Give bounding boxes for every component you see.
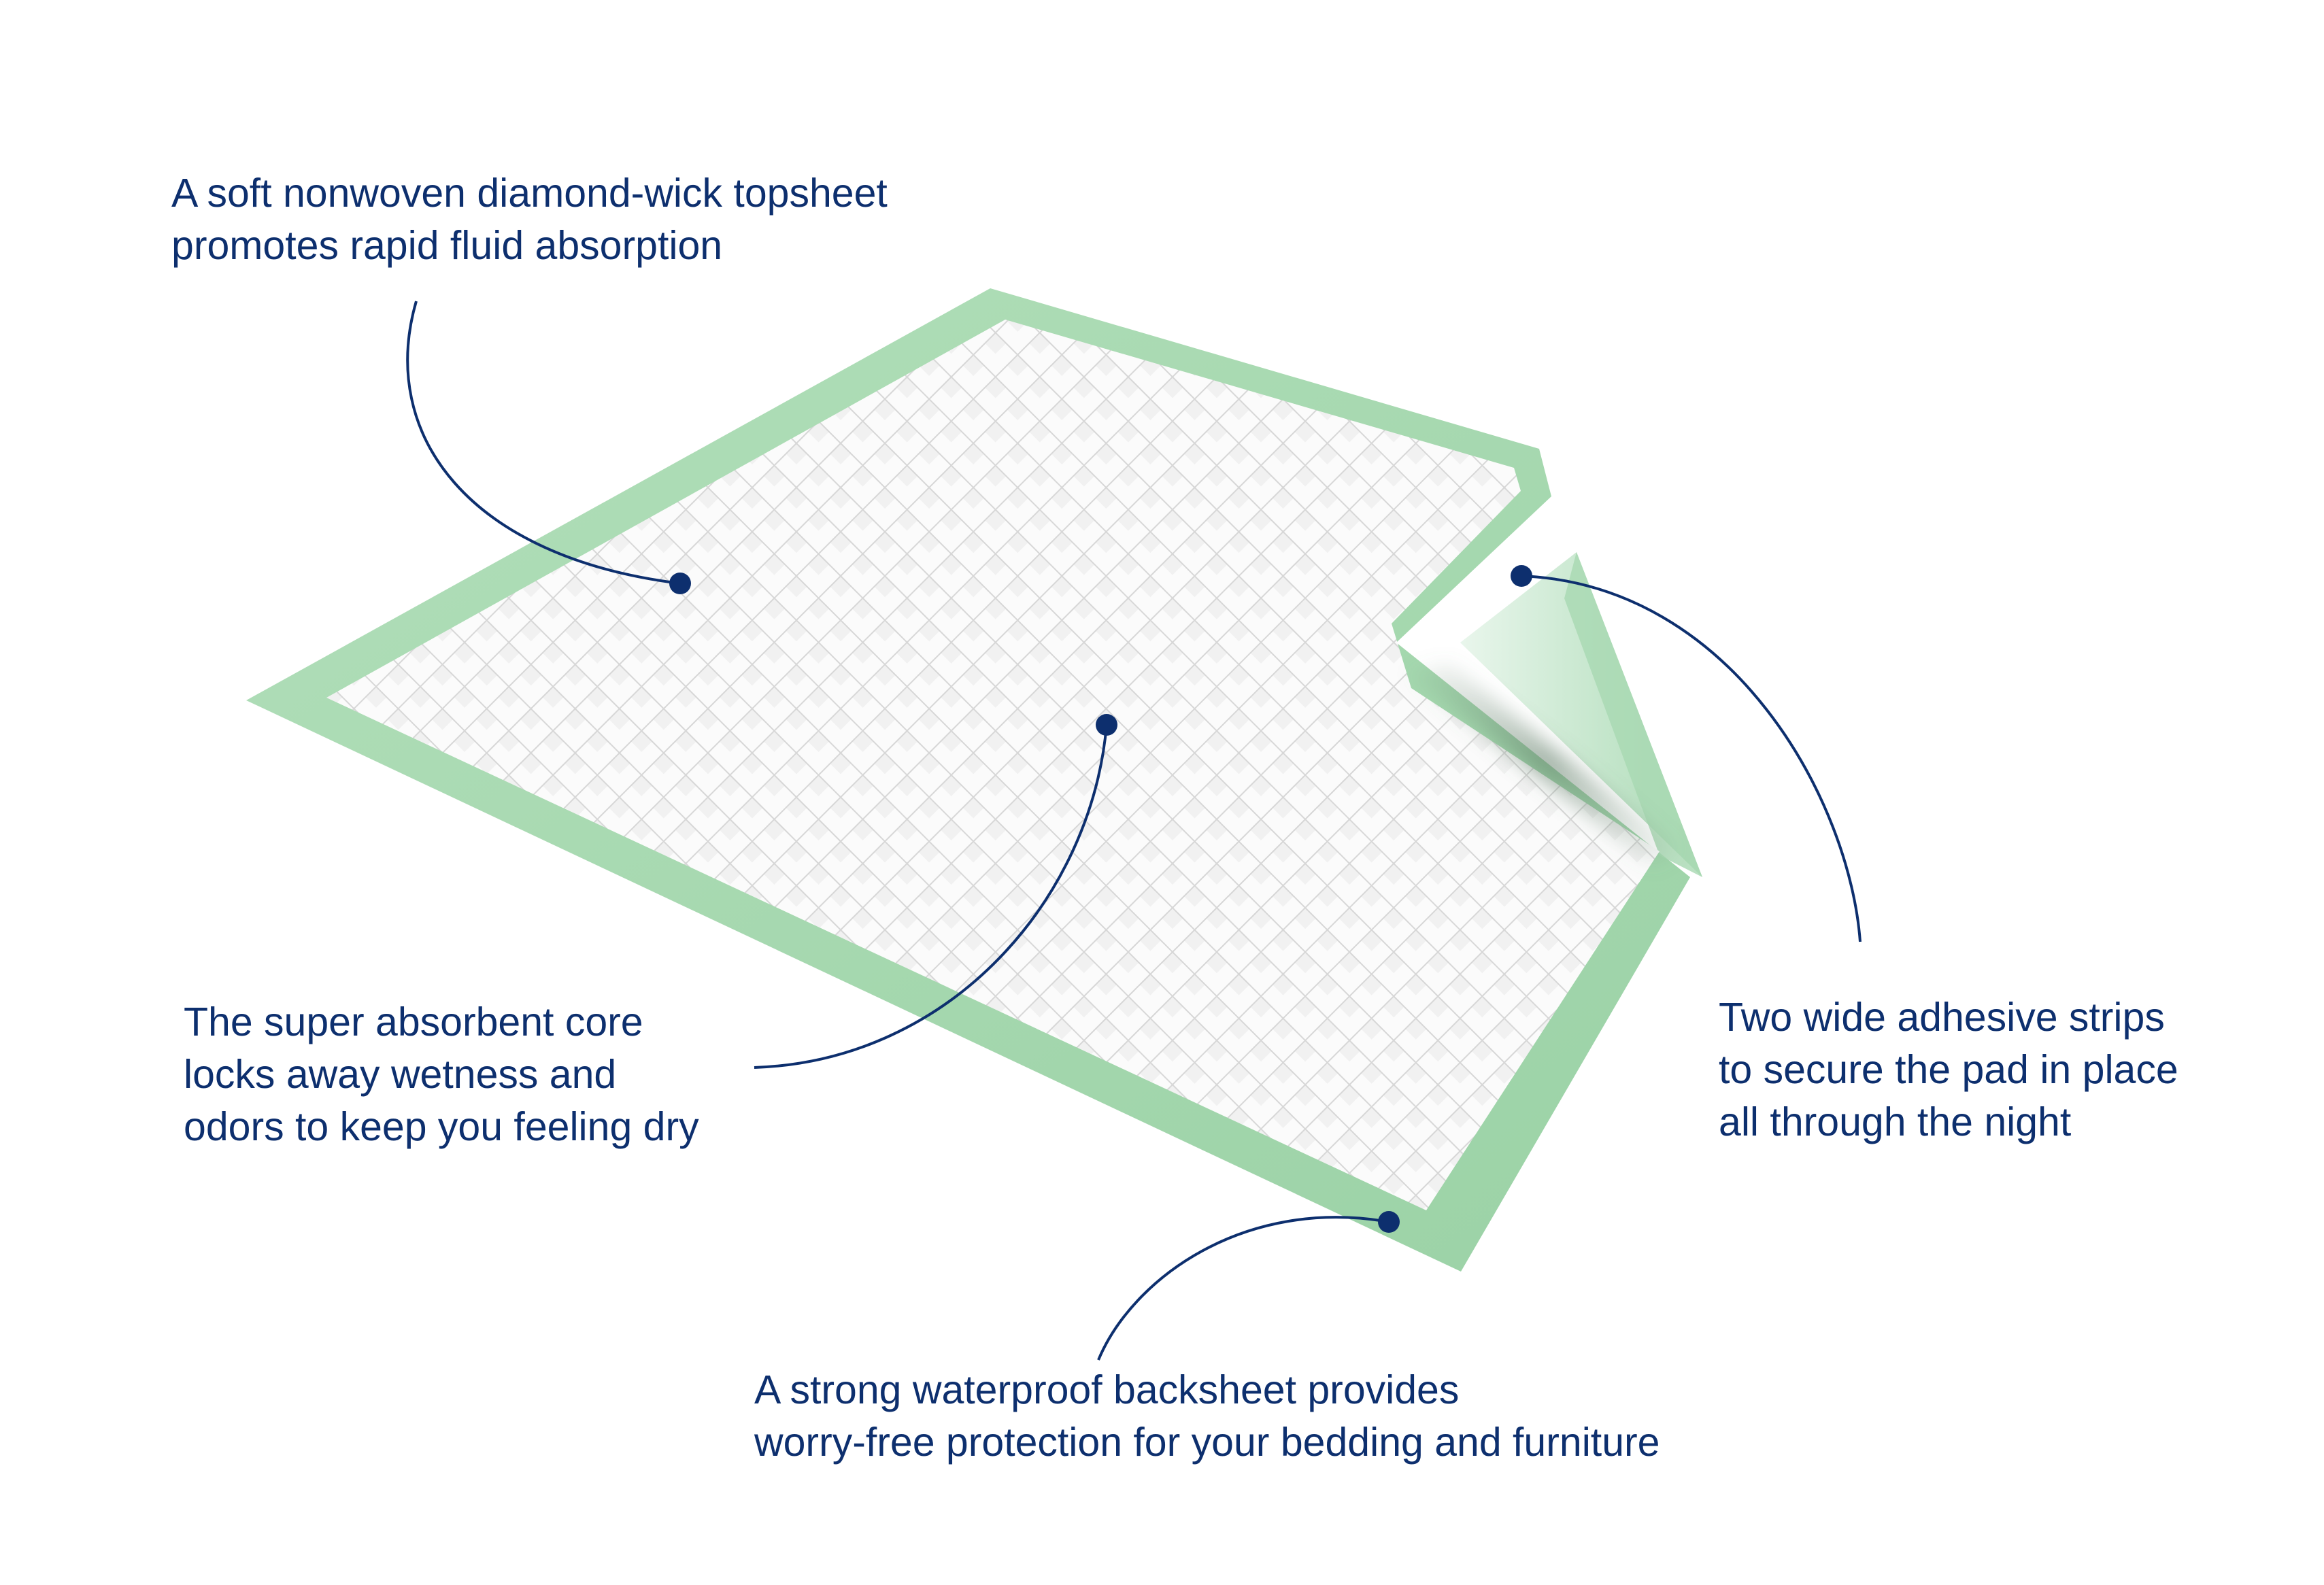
callout-adhesive-text: Two wide adhesive strips to secure the p… xyxy=(1719,991,2178,1148)
callout-line: to secure the pad in place xyxy=(1719,1047,2178,1092)
leader-line-core xyxy=(754,724,1108,1069)
callout-dot-topsheet xyxy=(669,573,691,594)
callout-core-text: The super absorbent core locks away wetn… xyxy=(184,996,699,1153)
callout-dot-core xyxy=(1096,714,1117,736)
diamond-wick-topsheet xyxy=(326,320,1660,1210)
callout-dot-backsheet xyxy=(1378,1211,1400,1233)
callout-line: all through the night xyxy=(1719,1100,2072,1144)
leader-line-backsheet xyxy=(1097,1216,1390,1361)
leader-line-adhesive xyxy=(1521,575,1862,942)
callout-topsheet-text: A soft nonwoven diamond-wick topsheet pr… xyxy=(171,167,888,272)
adhesive-strip-flap-edge xyxy=(1564,552,1702,877)
callout-line: Two wide adhesive strips xyxy=(1719,995,2165,1040)
callout-line: locks away wetness and xyxy=(184,1052,617,1097)
callout-line: worry-free protection for your bedding a… xyxy=(754,1420,1660,1465)
callout-line: A strong waterproof backsheet provides xyxy=(754,1367,1460,1412)
leader-line-topsheet xyxy=(406,301,681,585)
callout-line: odors to keep you feeling dry xyxy=(184,1104,699,1149)
callout-backsheet-text: A strong waterproof backsheet provides w… xyxy=(754,1364,1660,1469)
callout-line: A soft nonwoven diamond-wick topsheet xyxy=(171,171,888,216)
callout-dot-adhesive xyxy=(1511,565,1532,587)
callout-line: promotes rapid fluid absorption xyxy=(171,223,723,268)
callout-line: The super absorbent core xyxy=(184,1000,643,1044)
fold-shadow xyxy=(1408,663,1680,867)
